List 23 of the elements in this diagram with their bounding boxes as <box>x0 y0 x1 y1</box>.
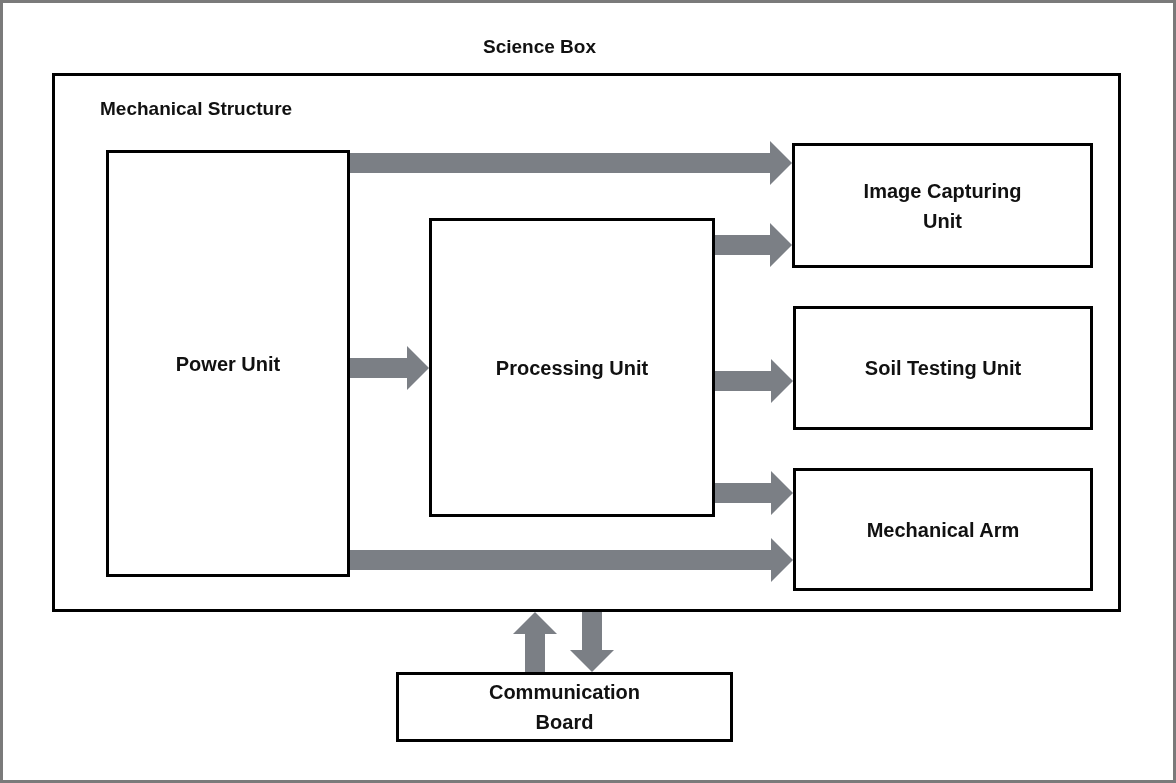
block-arrow <box>715 223 792 267</box>
block-arrow <box>513 612 557 672</box>
heading: Science Box <box>483 36 596 58</box>
unit-box <box>793 306 1093 430</box>
block-arrow <box>350 346 429 390</box>
unit-box <box>396 672 733 742</box>
heading: Mechanical Structure <box>100 98 293 120</box>
structure-box <box>52 73 1121 612</box>
unit-box <box>792 143 1093 268</box>
unit-box <box>429 218 715 517</box>
unit-label: Processing Unit <box>495 355 649 381</box>
block-arrow <box>715 471 793 515</box>
unit-box <box>106 150 350 577</box>
block-arrow <box>350 538 793 582</box>
unit-label: Communication Board <box>487 680 642 735</box>
block-arrow <box>350 141 792 185</box>
unit-box <box>793 468 1093 591</box>
block-arrow <box>715 359 793 403</box>
unit-label: Mechanical Arm <box>866 517 1020 543</box>
unit-label: Power Unit <box>175 351 281 377</box>
block-arrow <box>570 612 614 672</box>
unit-label: Soil Testing Unit <box>864 356 1022 381</box>
unit-label: Image Capturing Unit <box>862 178 1023 234</box>
